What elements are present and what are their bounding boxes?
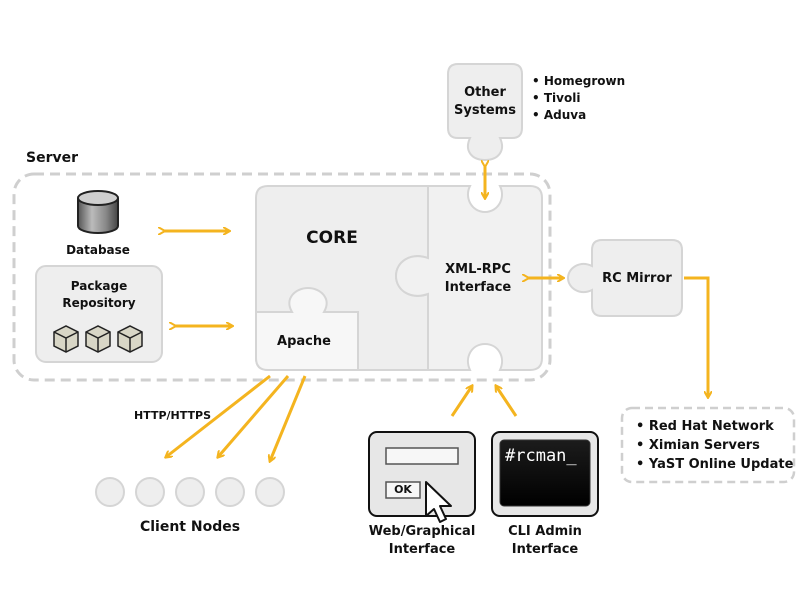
- arrow-rcmirror-upstream: [684, 276, 708, 397]
- other-systems-label: Other Systems: [454, 85, 516, 118]
- arrow-apache-client-1: [166, 374, 271, 457]
- package-repository-label: Package Repository: [62, 279, 136, 310]
- arrow-apache-client-2: [218, 375, 290, 457]
- package-icon: [117, 325, 143, 353]
- rc-mirror-box: [566, 239, 683, 317]
- database-label: Database: [66, 243, 130, 257]
- list-item: Tivoli: [532, 90, 625, 107]
- list-item: Homegrown: [532, 73, 625, 90]
- cursor-icon: [425, 481, 452, 523]
- ok-button-label: OK: [394, 483, 412, 496]
- server-label: Server: [26, 150, 79, 166]
- core-label: CORE: [306, 228, 358, 248]
- connection-arrows: [164, 166, 708, 461]
- web-interface-label: Web/Graphical Interface: [368, 524, 476, 557]
- arrow-apache-client-3: [270, 375, 307, 461]
- terminal-screen: [499, 439, 591, 507]
- upstream-box: [620, 406, 796, 484]
- apache-label: Apache: [277, 334, 331, 349]
- list-item: Aduva: [532, 107, 625, 124]
- xmlrpc-piece: [394, 185, 543, 371]
- client-node: [175, 477, 205, 507]
- package-icon: [85, 325, 111, 353]
- package-icon: [53, 325, 79, 353]
- arrow-cli-xmlrpc: [496, 386, 518, 417]
- client-node: [135, 477, 165, 507]
- rc-mirror-label: RC Mirror: [602, 271, 672, 286]
- arrow-web-xmlrpc: [450, 386, 472, 417]
- other-systems-box: [447, 63, 523, 162]
- cli-window: [491, 431, 599, 517]
- xmlrpc-label: XML-RPC Interface: [444, 262, 512, 295]
- database-icon: [77, 190, 119, 234]
- client-node: [255, 477, 285, 507]
- web-window: [368, 431, 476, 523]
- cli-interface-label: CLI Admin Interface: [508, 524, 582, 557]
- ok-button: [385, 481, 421, 499]
- apache-piece: [255, 286, 359, 371]
- upstream-list: Red Hat Network Ximian Servers YaST Onli…: [636, 417, 794, 474]
- client-nodes-label: Client Nodes: [139, 519, 241, 535]
- client-node: [95, 477, 125, 507]
- other-systems-list: Homegrown Tivoli Aduva: [532, 73, 625, 124]
- list-item: YaST Online Update: [636, 455, 794, 474]
- client-nodes: [95, 477, 285, 507]
- list-item: Ximian Servers: [636, 436, 793, 455]
- terminal-prompt: #rcman_: [505, 446, 577, 466]
- list-item: Red Hat Network: [636, 417, 793, 436]
- http-label: HTTP/HTTPS: [134, 409, 211, 422]
- client-node: [215, 477, 245, 507]
